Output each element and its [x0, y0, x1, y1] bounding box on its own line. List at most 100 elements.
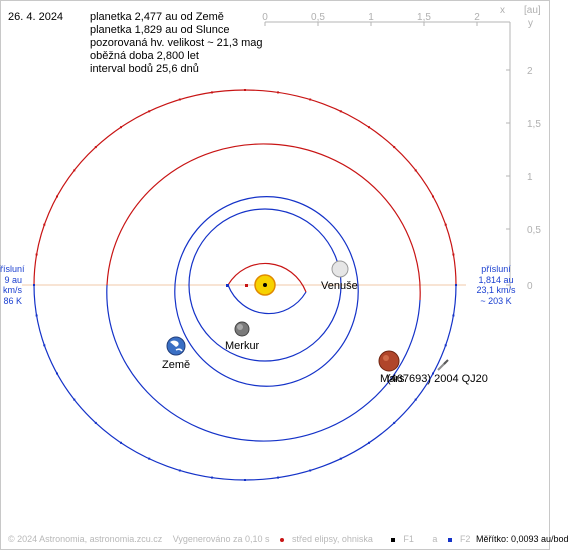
orbit-position-dot [393, 421, 396, 424]
legend-a: a [432, 534, 438, 544]
x-tick-label: 0,5 [311, 12, 325, 23]
orbit-position-dot [43, 344, 46, 347]
orbit-position-dot [211, 476, 213, 479]
orbit-position-dot [339, 457, 342, 460]
copyright: © 2024 Astronomia, astronomia.zcu.cz [8, 534, 163, 544]
legend-f2: F2 [447, 534, 479, 544]
venus-label: Venuše [321, 280, 358, 292]
x-tick-label: 1 [368, 12, 374, 23]
orbit-position-dot [178, 98, 181, 101]
generated-time: Vygenerováno za 0,10 s [172, 534, 270, 544]
orbit-position-dot [452, 253, 455, 256]
orbit-position-dot [277, 91, 279, 94]
orbit-position-dot [178, 469, 181, 472]
y-tick-label: 0 [527, 281, 533, 292]
x-axis: 0 0,5 1 1,5 2 [262, 12, 510, 26]
orbit-position-dot [339, 110, 342, 113]
orbit-position-dot [414, 398, 417, 401]
ellipse-center-marker [245, 284, 248, 287]
mercury-label: Merkur [225, 340, 260, 352]
earth-orbit [174, 196, 359, 387]
asteroid-orbit [33, 89, 457, 481]
orbit-position-dot [444, 344, 447, 347]
orbit-position-dot [56, 372, 58, 375]
orbit-position-dot [94, 146, 97, 149]
orbit-position-dot [120, 441, 122, 444]
info-earth-distance: planetka 2,477 au od Země [90, 11, 224, 23]
y-tick-label: 1,5 [527, 119, 541, 130]
date-label: 26. 4. 2024 [8, 11, 64, 23]
x-tick-label: 2 [474, 12, 480, 23]
venus-orbit [188, 208, 342, 362]
sun-icon [254, 274, 276, 296]
orbit-position-dot [148, 457, 151, 460]
orbit-position-dot [368, 126, 370, 129]
perihelion-right-temp: ~ 203 K [480, 295, 512, 306]
asteroid-label: (467693) 2004 QJ20 [387, 373, 488, 385]
legend-center: střed elipsy, ohniska [279, 534, 381, 544]
orbit-position-dot [277, 476, 279, 479]
y-axis: 2 1,5 1 0,5 0 [506, 22, 541, 292]
orbit-position-dot [120, 126, 122, 129]
orbit-position-dot [148, 110, 151, 113]
x-tick-label: 0 [262, 12, 268, 23]
orbit-position-dot [414, 169, 417, 172]
venus-icon [331, 260, 349, 278]
focus-f1-marker [226, 284, 229, 287]
y-axis-label: y [528, 18, 533, 29]
mercury-orbit [227, 262, 307, 315]
orbit-position-dot [35, 314, 38, 317]
orbit-position-dot [211, 91, 213, 94]
asteroid-orbit-red [33, 89, 457, 286]
scale-label: Měřítko: 0,0093 au/bod [476, 534, 569, 544]
unit-label: [au] [524, 5, 541, 16]
info-block: planetka 2,477 au od Země planetka 1,829… [90, 11, 263, 76]
orbit-position-dot [73, 169, 76, 172]
orbit-position-dot [244, 479, 246, 481]
perihelion-left-speed: km/s [3, 285, 22, 295]
orbit-position-dot [309, 469, 312, 472]
orbit-position-dot [35, 253, 38, 256]
perihelion-right-speed: 23,1 km/s [476, 285, 516, 295]
footer: © 2024 Astronomia, astronomia.zcu.cz Vyg… [8, 534, 569, 544]
orbit-position-dot [452, 314, 455, 317]
info-period: oběžná doba 2,800 let [90, 50, 199, 62]
info-interval: interval bodů 25,6 dnů [90, 63, 199, 75]
orbit-position-dot [56, 195, 58, 198]
y-tick-label: 0,5 [527, 225, 541, 236]
mercury-icon [234, 321, 250, 337]
earth-label: Země [162, 359, 191, 371]
orbit-position-dot [393, 146, 396, 149]
asteroid-marker [437, 359, 449, 371]
mars-orbit [106, 143, 421, 442]
info-magnitude: pozorovaná hv. velikost ~ 21,3 mag [90, 37, 263, 49]
y-tick-label: 2 [527, 66, 533, 77]
orbit-position-dot [432, 195, 434, 198]
legend-f1: F1 [391, 534, 422, 544]
perihelion-right: přísluní 1,814 au 23,1 km/s ~ 203 K [470, 264, 522, 306]
orbit-position-dot [309, 98, 312, 101]
orbit-position-dot [455, 284, 457, 286]
mars-icon [378, 350, 400, 372]
y-tick-label: 1 [527, 172, 533, 183]
orbit-position-dot [444, 223, 447, 226]
perihelion-left-distance: 9 au [4, 274, 22, 285]
perihelion-left-temp: 86 K [3, 295, 22, 306]
orbit-position-dot [33, 284, 35, 286]
orbit-position-dot [368, 441, 370, 444]
perihelion-right-distance: 1,814 au [478, 274, 514, 285]
orbit-position-dot [43, 223, 46, 226]
orbit-position-dot [94, 421, 97, 424]
orbit-diagram: 0 0,5 1 1,5 2 2 1,5 1 0,5 0 x [au] y [22, 5, 541, 481]
perihelion-left: řísluní 9 au km/s 86 K [0, 264, 25, 306]
info-sun-distance: planetka 1,829 au od Slunce [90, 24, 230, 36]
x-axis-label: x [500, 5, 505, 16]
earth-icon [166, 336, 186, 356]
perihelion-left-title: řísluní [0, 264, 25, 274]
orbit-position-dot [432, 372, 434, 375]
orbit-position-dot [73, 398, 76, 401]
x-tick-label: 1,5 [417, 12, 431, 23]
orbit-position-dot [244, 89, 246, 91]
mars-label: Mars [380, 373, 405, 385]
perihelion-right-title: přísluní [481, 264, 511, 274]
